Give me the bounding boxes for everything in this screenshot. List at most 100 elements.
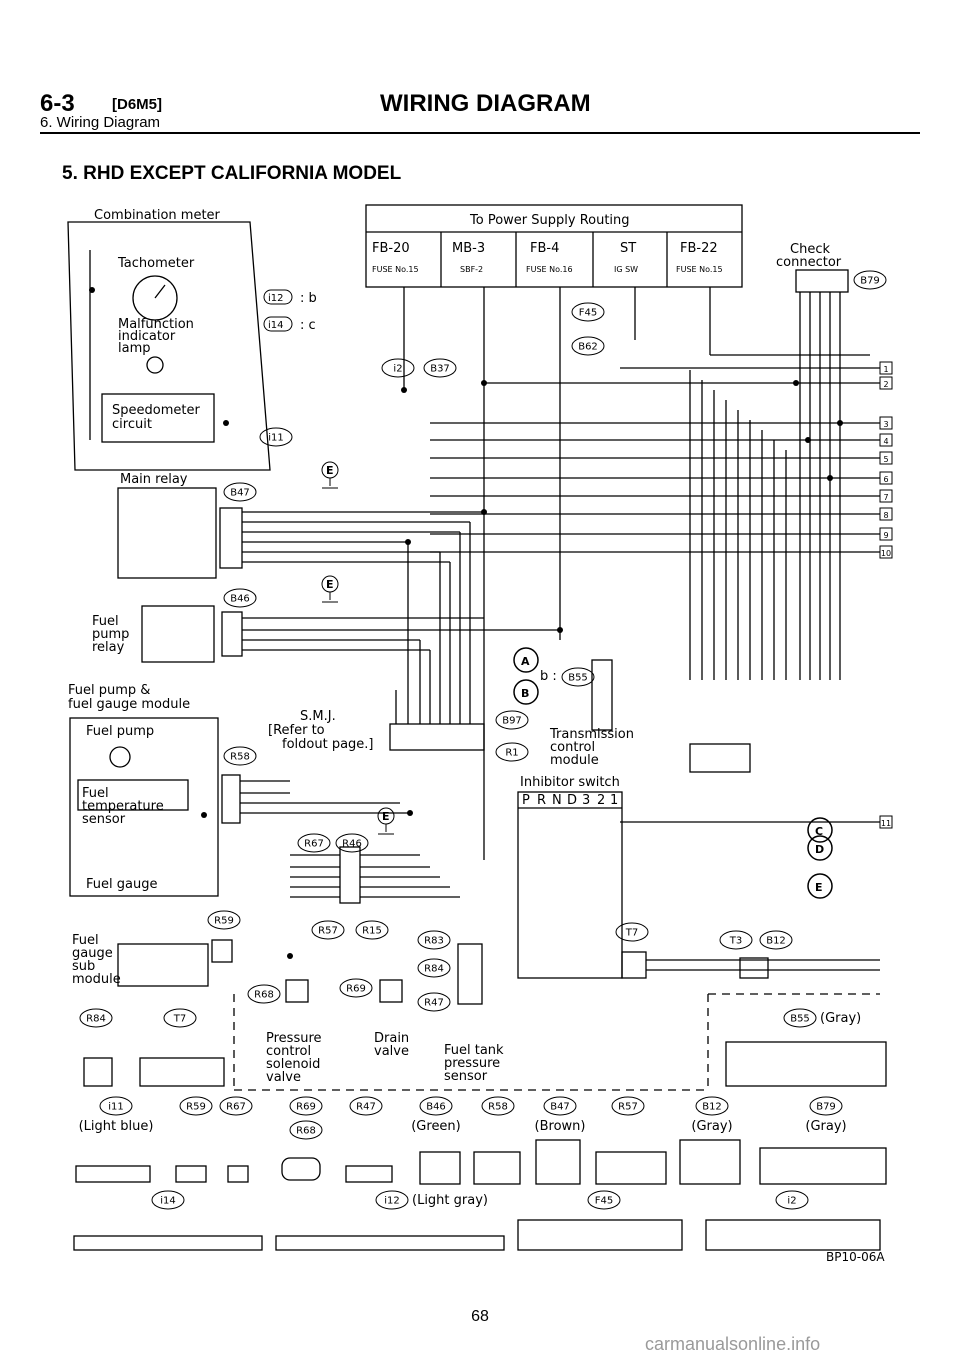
connector-bubble-i2: [381, 358, 415, 378]
connector-bubble-r84: [417, 958, 451, 978]
connector-id-r58: R58: [230, 752, 250, 763]
legend-id-r1-2: B55: [790, 1014, 810, 1025]
legend-id-r2-8: R57: [618, 1102, 638, 1113]
check-connector-body: [795, 269, 849, 293]
tcm-label-2: control: [550, 740, 595, 755]
legend-id-r2-2: R67: [226, 1102, 246, 1113]
fuel-tank-sensor-label-1: Fuel tank: [444, 1043, 504, 1058]
fuel-pump-module-box: [69, 717, 219, 897]
legend-id-r2-extra: R68: [296, 1126, 316, 1137]
legend-id-r2-1: R59: [186, 1102, 206, 1113]
check-pin-5: 5: [883, 455, 888, 464]
legend-bubble-r1-1: [163, 1008, 197, 1028]
fuel-module-label-2: fuel gauge module: [68, 697, 190, 712]
fuel-tank-sensor-body: [457, 943, 483, 1005]
legend-id-r3-0: i14: [160, 1196, 176, 1207]
check-pin-box-11: [879, 815, 893, 829]
inhibitor-pos-3: 3: [582, 793, 590, 808]
legend-color-r3-1: (Light gray): [412, 1193, 488, 1208]
mil-label-2: indicator: [118, 329, 176, 344]
ps-st: ST: [620, 241, 636, 256]
connector-id-r59: R59: [214, 916, 234, 927]
ps-st-sub: IG SW: [614, 265, 638, 274]
connector-bubble-r15: [355, 920, 389, 940]
drain-valve-label-1: Drain: [374, 1031, 409, 1046]
fuel-pump-relay-label-2: pump: [92, 627, 129, 642]
power-supply-box: [365, 204, 743, 288]
legend-bubble-r1-0: [79, 1008, 113, 1028]
ps-mb3: MB-3: [452, 241, 485, 256]
inhibitor-pos-n: N: [552, 793, 562, 808]
ground-e-2: E: [326, 578, 334, 591]
mil-lamp: [146, 356, 164, 374]
pressure-valve-label-1: Pressure: [266, 1031, 322, 1046]
connector-bubble-b12: [759, 930, 793, 950]
inhibitor-pos-1: 1: [610, 793, 618, 808]
check-pin-2: 2: [883, 380, 888, 389]
connector-bubble-b47: [223, 482, 257, 502]
connector-bubble-r46: [335, 833, 369, 853]
check-pin-3: 3: [883, 420, 888, 429]
legend-color-r2-9: (Gray): [691, 1119, 732, 1134]
fuel-temp-label-3: sensor: [82, 812, 126, 827]
fuel-tank-sensor-label-2: pressure: [444, 1056, 500, 1071]
ps-fb22-sub: FUSE No.15: [676, 265, 723, 274]
inhibitor-pos-d: D: [567, 793, 577, 808]
connector-id-r15: R15: [362, 926, 382, 937]
connector-bubble-r68: [247, 984, 281, 1004]
inhibitor-pos-2: 2: [597, 793, 605, 808]
figure-code: BP10-06A: [826, 1250, 885, 1264]
section-number: 6-3: [40, 90, 75, 117]
connector-id-r47: R47: [424, 998, 444, 1009]
legend-color-r2-10: (Gray): [805, 1119, 846, 1134]
ps-fb20-sub: FUSE No.15: [372, 265, 419, 274]
connector-id-r1: R1: [505, 748, 518, 759]
legend-bubble-r1-2: [783, 1008, 817, 1028]
legend-id-r1-1: T7: [173, 1014, 186, 1025]
legend-id-r2-4: R47: [356, 1102, 376, 1113]
legend-id-r2-6: R58: [488, 1102, 508, 1113]
connector-b55-b: b :: [540, 669, 557, 684]
ref-a: A: [521, 655, 530, 668]
connector-bubble-b62: [571, 336, 605, 356]
ps-fb4: FB-4: [530, 241, 559, 256]
connector-bubble-b79: [853, 270, 887, 290]
connector-bubble-b55: [561, 667, 595, 687]
legend-bubble-r2-5: [419, 1096, 453, 1116]
connector-bubble-r83: [417, 930, 451, 950]
connector-bubble-b97: [495, 710, 529, 730]
page-number: 68: [471, 1308, 489, 1325]
connector-id-r57: R57: [318, 926, 338, 937]
legend-id-r3-2: F45: [595, 1196, 613, 1207]
ground-e-1: E: [326, 464, 334, 477]
legend-id-r2-7: B47: [550, 1102, 570, 1113]
check-pin-11: 11: [881, 819, 891, 828]
page-title: WIRING DIAGRAM: [380, 90, 591, 117]
legend-bubble-r2-2: [219, 1096, 253, 1116]
fuel-pump-label: Fuel pump: [86, 724, 154, 739]
fuel-gauge-sub-label-3: sub: [72, 959, 95, 974]
drain-valve-label-2: valve: [374, 1044, 409, 1059]
legend-id-r2-9: B12: [702, 1102, 722, 1113]
check-pin-box-8: [879, 507, 893, 521]
check-pin-7: 7: [883, 493, 888, 502]
connector-id-b97: B97: [502, 716, 522, 727]
fuel-tank-sensor-label-3: sensor: [444, 1069, 488, 1084]
connector-i14-c: i14: [268, 320, 284, 331]
connector-id-r68: R68: [254, 990, 274, 1001]
connector-bubble-r67: [297, 833, 331, 853]
legend-bubble-r3-3: [775, 1190, 809, 1210]
fuel-temp-label-2: temperature: [82, 799, 164, 814]
connector-id-r67: R67: [304, 839, 324, 850]
check-pin-box-4: [879, 433, 893, 447]
legend-id-r3-1: i12: [384, 1196, 400, 1207]
legend-color-r2-7: (Brown): [535, 1119, 586, 1134]
power-supply-title: To Power Supply Routing: [469, 213, 630, 228]
tcm-label-1: Transmission: [549, 727, 634, 742]
legend-color-r2-5: (Green): [411, 1119, 461, 1134]
legend-bubble-r3-1: [375, 1190, 409, 1210]
page-subtitle: 6. Wiring Diagram: [40, 114, 161, 131]
check-pin-10: 10: [881, 549, 891, 558]
